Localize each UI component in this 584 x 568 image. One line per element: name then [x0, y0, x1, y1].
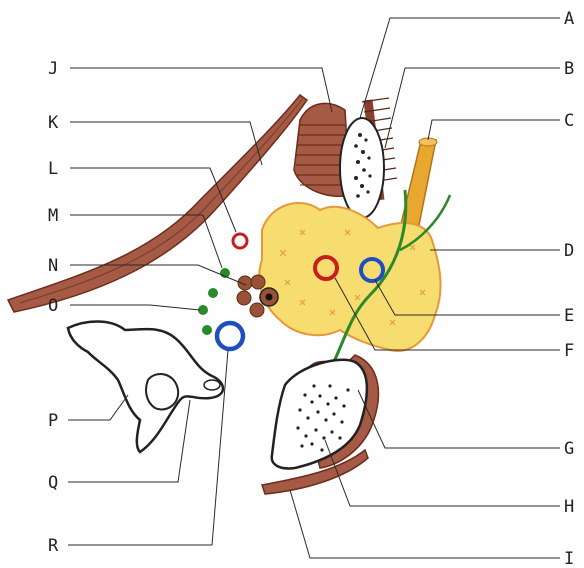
nerve-dot-n1 [208, 288, 218, 298]
nerve-dot-o [202, 325, 212, 335]
leader-p [68, 395, 128, 420]
leader-c [428, 120, 560, 140]
gland [259, 203, 440, 351]
label-i: I [564, 549, 574, 568]
label-r: R [48, 536, 59, 556]
label-o: O [48, 296, 58, 316]
label-d: D [564, 241, 574, 261]
leader-h [325, 440, 560, 506]
label-b: B [564, 59, 574, 79]
label-n: N [48, 256, 58, 276]
leader-k [70, 122, 262, 165]
label-l: L [48, 159, 58, 179]
label-m: M [48, 206, 58, 226]
leader-b [385, 68, 560, 148]
label-k: K [48, 113, 59, 133]
label-c: C [564, 111, 574, 131]
label-a: A [564, 9, 574, 29]
leader-o [70, 305, 200, 310]
label-j: J [48, 59, 58, 79]
brush-muscle [294, 98, 397, 218]
label-q: Q [48, 473, 58, 493]
label-g: G [564, 439, 574, 459]
label-h: H [564, 497, 574, 517]
vein-large [217, 323, 243, 349]
leader-g [358, 390, 560, 448]
label-e: E [564, 306, 574, 326]
label-p: P [48, 411, 58, 431]
artery-small [233, 234, 247, 248]
leader-i [290, 490, 560, 558]
label-f: F [564, 341, 574, 361]
